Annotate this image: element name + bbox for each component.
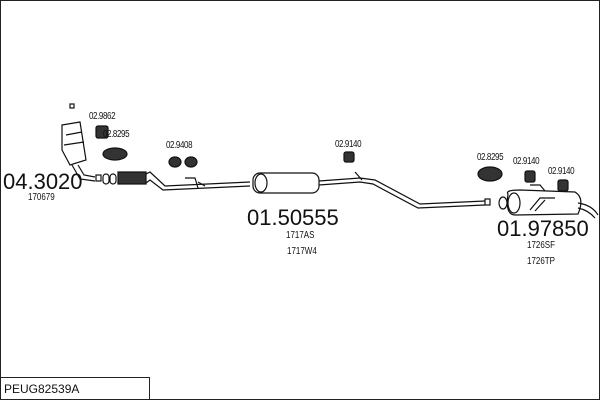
catalytic-converter	[61, 103, 102, 182]
middle-silencer	[252, 171, 491, 209]
fitting-label: 02.9408	[166, 140, 193, 151]
hangers	[95, 125, 569, 192]
fitting-label: 02.8295	[477, 152, 504, 163]
part-number-rear: 01.97850	[497, 216, 589, 241]
fitting-label: 02.9862	[89, 111, 116, 122]
ref-rear-1: 1726SF	[527, 240, 556, 251]
ref-middle-1: 1717AS	[286, 230, 315, 241]
diagram-reference: PEUG82539A	[0, 377, 150, 399]
fitting-label: 02.9140	[513, 156, 540, 167]
fitting-label: 02.9140	[548, 166, 575, 177]
fitting-label: 02.8295	[103, 129, 130, 140]
ref-middle-2: 1717W4	[287, 246, 317, 257]
ref-downpipe-1: 170679	[28, 192, 55, 203]
ref-rear-2: 1726TP	[527, 256, 556, 267]
rear-silencer	[498, 184, 599, 219]
part-number-middle: 01.50555	[247, 205, 339, 230]
flex-pipe	[102, 171, 251, 191]
part-number-downpipe: 04.3020	[3, 169, 83, 194]
fitting-label: 02.9140	[335, 139, 362, 150]
